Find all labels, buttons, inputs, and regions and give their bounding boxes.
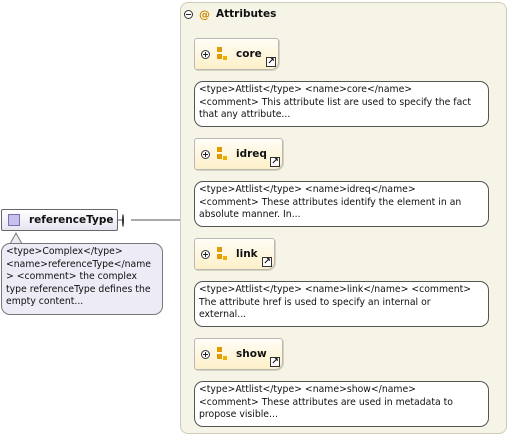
- reference-comment-bubble: <type>Complex</type> <name>referenceType…: [1, 243, 163, 315]
- expand-icon[interactable]: [201, 349, 210, 359]
- attribute-group-label: idreq: [236, 148, 267, 160]
- attribute-group-label: show: [236, 348, 267, 360]
- comment-bubble: <type>Attlist</type> <name>idreq</name> …: [194, 181, 489, 227]
- comment-bubble: <type>Attlist</type> <name>core</name> <…: [194, 81, 489, 127]
- attribute-group-show[interactable]: show ↗: [194, 338, 283, 370]
- comment-bubble: <type>Attlist</type> <name>show</name> <…: [194, 381, 489, 427]
- reference-type-node[interactable]: referenceType: [1, 209, 118, 231]
- reference-type-label: referenceType: [29, 214, 114, 226]
- attribute-group-icon: [217, 47, 229, 61]
- collapse-icon[interactable]: [184, 9, 193, 19]
- attribute-group-core[interactable]: core ↗: [194, 38, 279, 70]
- link-arrow-icon[interactable]: ↗: [270, 357, 280, 367]
- link-arrow-icon[interactable]: ↗: [262, 257, 272, 267]
- expand-icon[interactable]: [201, 49, 210, 59]
- attribute-group-idreq[interactable]: idreq ↗: [194, 138, 283, 170]
- comment-bubble: <type>Attlist</type> <name>link</name> <…: [194, 281, 489, 327]
- link-arrow-icon[interactable]: ↗: [270, 157, 280, 167]
- attribute-group-icon: [217, 147, 229, 161]
- link-arrow-icon[interactable]: ↗: [266, 57, 276, 67]
- at-icon: @: [199, 7, 210, 21]
- attributes-header: @ Attributes: [184, 6, 276, 22]
- attribute-group-label: core: [236, 48, 262, 60]
- attribute-group-icon: [217, 247, 229, 261]
- expand-icon[interactable]: [201, 249, 210, 259]
- complex-type-icon: [8, 214, 20, 226]
- expand-icon[interactable]: [201, 149, 210, 159]
- attribute-group-icon: [217, 347, 229, 361]
- attribute-group-link[interactable]: link ↗: [194, 238, 275, 270]
- collapse-icon[interactable]: [122, 214, 124, 227]
- attribute-group-label: link: [236, 248, 258, 260]
- attributes-title: Attributes: [216, 8, 277, 20]
